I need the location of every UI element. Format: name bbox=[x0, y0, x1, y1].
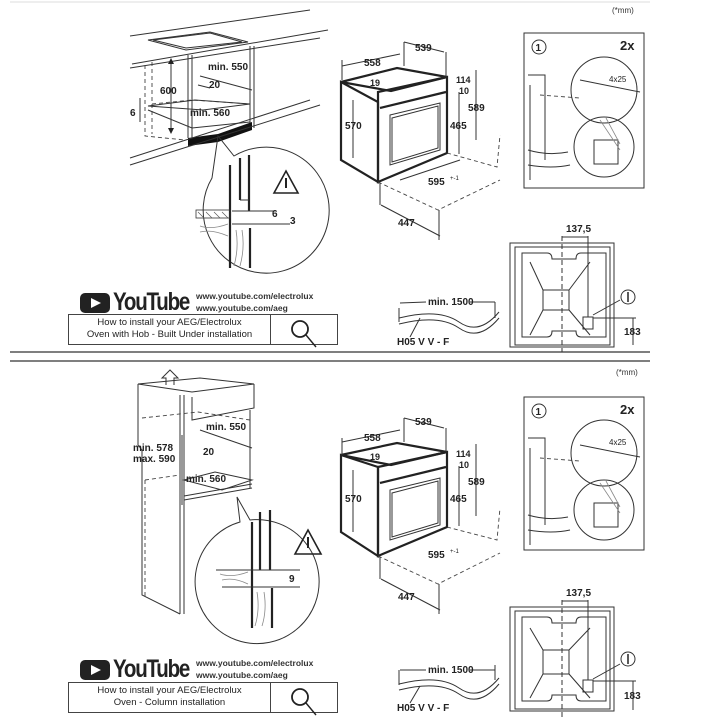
dim-600: 600 bbox=[160, 86, 177, 97]
youtube-logo: YouTube bbox=[80, 288, 206, 317]
up-arrow-icon bbox=[160, 369, 180, 385]
oven-dim-595-tol-b: +-1 bbox=[450, 549, 460, 555]
dim-20: 20 bbox=[209, 80, 221, 91]
back-dim-height: 183 bbox=[624, 327, 641, 338]
dim-6-side: 6 bbox=[130, 108, 136, 119]
oven-dim-595-b: 595 bbox=[428, 550, 445, 561]
detail-dim-6: 6 bbox=[272, 209, 278, 220]
dim-min-550-col: min. 550 bbox=[206, 422, 246, 433]
dim-min-560: min. 560 bbox=[190, 108, 230, 119]
youtube-urls: www.youtube.com/electrolux www.youtube.c… bbox=[196, 290, 313, 314]
warning-icon bbox=[272, 169, 300, 194]
oven-dim-447-b: 447 bbox=[398, 592, 415, 603]
fixing-panel-bottom bbox=[523, 396, 645, 551]
oven-dim-558-b: 558 bbox=[364, 433, 381, 444]
youtube-search-text: How to install your AEG/Electrolux Oven … bbox=[69, 315, 271, 344]
oven-dim-114-b: 114 bbox=[456, 449, 471, 459]
youtube-wordmark-b: YouTube bbox=[113, 655, 190, 683]
dim-min-560-col: min. 560 bbox=[186, 474, 226, 485]
youtube-url-electrolux-b[interactable]: www.youtube.com/electrolux bbox=[196, 658, 314, 668]
oven-dim-570: 570 bbox=[345, 121, 362, 132]
detail-circle-top bbox=[195, 134, 330, 274]
dim-20-col: 20 bbox=[203, 447, 215, 458]
oven-back-view-top bbox=[509, 236, 636, 352]
oven-dim-558: 558 bbox=[364, 58, 381, 69]
oven-dim-595: 595 bbox=[428, 177, 445, 188]
fixing-screw-size-b: 4x25 bbox=[609, 438, 627, 447]
youtube-url-aeg-b[interactable]: www.youtube.com/aeg bbox=[196, 670, 288, 680]
cable-length-b: min. 1500 bbox=[428, 665, 474, 676]
detail-circle-bottom bbox=[194, 496, 323, 645]
fixing-panel-top bbox=[523, 32, 645, 189]
youtube-search-box[interactable]: How to install your AEG/Electrolux Oven … bbox=[68, 314, 338, 348]
cable-top bbox=[398, 301, 500, 338]
back-dim-offset: 137,5 bbox=[566, 224, 591, 235]
cable-type-b: H05 V V - F bbox=[397, 703, 449, 714]
fixing-step-number-b: 1 bbox=[536, 407, 542, 418]
youtube-search-text-b: How to install your AEG/Electrolux Oven … bbox=[69, 683, 271, 712]
oven-dim-595-tol: +-1 bbox=[450, 176, 460, 182]
cable-bottom bbox=[398, 665, 500, 704]
search-line-2: Oven with Hob - Built Under installation bbox=[86, 329, 253, 340]
search-line-2-b: Oven - Column installation bbox=[113, 697, 226, 708]
oven-dim-589-b: 589 bbox=[468, 477, 485, 488]
oven-dim-465: 465 bbox=[450, 121, 467, 132]
column-cabinet bbox=[137, 369, 255, 615]
youtube-play-icon bbox=[80, 292, 110, 313]
youtube-wordmark: YouTube bbox=[113, 288, 190, 316]
fixing-count-b: 2x bbox=[620, 402, 635, 417]
oven-back-view-bottom bbox=[509, 600, 636, 720]
oven-dim-19-b: 19 bbox=[370, 452, 380, 462]
fixing-step-number: 1 bbox=[536, 43, 542, 54]
back-dim-height-b: 183 bbox=[624, 691, 641, 702]
oven-dim-465-b: 465 bbox=[450, 494, 467, 505]
warning-icon-bottom bbox=[293, 528, 323, 555]
magnifier-icon[interactable] bbox=[271, 315, 337, 348]
magnifier-icon-b[interactable] bbox=[271, 683, 337, 716]
back-dim-offset-b: 137,5 bbox=[566, 588, 591, 599]
oven-dim-10: 10 bbox=[459, 86, 469, 96]
oven-dim-114: 114 bbox=[456, 75, 471, 85]
oven-dim-570-b: 570 bbox=[345, 494, 362, 505]
oven-dim-447: 447 bbox=[398, 218, 415, 229]
youtube-url-aeg[interactable]: www.youtube.com/aeg bbox=[196, 303, 288, 313]
fixing-count: 2x bbox=[620, 38, 635, 53]
cable-length: min. 1500 bbox=[428, 297, 474, 308]
oven-3d-top bbox=[339, 41, 501, 240]
dim-max-590: max. 590 bbox=[133, 454, 176, 465]
youtube-url-electrolux[interactable]: www.youtube.com/electrolux bbox=[196, 291, 314, 301]
oven-dim-539-b: 539 bbox=[415, 417, 432, 428]
unit-note-bottom: (*mm) bbox=[616, 368, 638, 377]
detail-dim-3: 3 bbox=[290, 216, 296, 227]
dim-min-550: min. 550 bbox=[208, 62, 248, 73]
youtube-logo-b: YouTube bbox=[80, 655, 206, 684]
youtube-urls-b: www.youtube.com/electrolux www.youtube.c… bbox=[196, 657, 313, 681]
built-under-cabinet bbox=[129, 9, 329, 166]
fixing-screw-size: 4x25 bbox=[609, 75, 627, 84]
search-line-1-b: How to install your AEG/Electrolux bbox=[97, 685, 242, 696]
youtube-play-icon-b bbox=[80, 659, 110, 680]
oven-dim-10-b: 10 bbox=[459, 460, 469, 470]
oven-3d-bottom bbox=[339, 417, 501, 614]
unit-note-top: (*mm) bbox=[612, 6, 634, 15]
oven-dim-539: 539 bbox=[415, 43, 432, 54]
dim-min-578: min. 578 bbox=[133, 443, 173, 454]
oven-dim-19: 19 bbox=[370, 78, 380, 88]
search-line-1: How to install your AEG/Electrolux bbox=[97, 317, 242, 328]
detail-dim-9: 9 bbox=[289, 574, 295, 585]
cable-type: H05 V V - F bbox=[397, 337, 449, 348]
oven-dim-589: 589 bbox=[468, 103, 485, 114]
youtube-search-box-b[interactable]: How to install your AEG/Electrolux Oven … bbox=[68, 682, 338, 716]
